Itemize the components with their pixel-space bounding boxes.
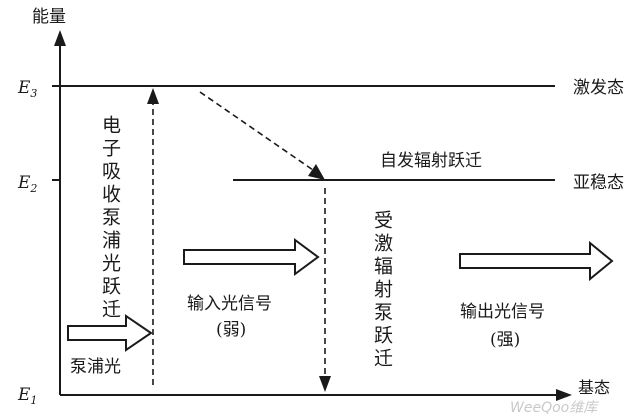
watermark: WeeQoo维库 (510, 400, 599, 416)
spontaneous-emission-label: 自发辐射跃迁 (380, 151, 482, 171)
stimulated-emission-arrowhead (319, 376, 331, 392)
pump-light-arrow (67, 314, 153, 352)
pump-light-label: 泵浦光 (70, 357, 121, 377)
input-signal-arrow (183, 238, 320, 276)
pump-absorption-arrowhead (147, 88, 159, 104)
output-signal-arrow (459, 240, 614, 282)
level-e1-label: E1 (17, 385, 37, 407)
input-signal-label: 输入光信号 (187, 294, 272, 314)
output-signal-label: 输出光信号 (460, 302, 545, 322)
spontaneous-emission-arrowhead (308, 164, 325, 180)
level-e3-label: E3 (17, 78, 37, 100)
input-signal-sublabel: (弱) (216, 320, 246, 340)
ground-state-label: 基态 (578, 378, 610, 397)
level-e2-name: 亚稳态 (573, 173, 624, 193)
energy-axis-label: 能量 (32, 7, 66, 27)
ground-axis-arrowhead (556, 389, 572, 401)
level-e2-label: E2 (17, 173, 37, 195)
output-signal-sublabel: (强) (490, 330, 520, 350)
energy-axis-arrowhead (54, 30, 66, 46)
pump-absorption-label: 电子吸收泵浦光跃迁 (99, 115, 121, 322)
level-e3-name: 激发态 (573, 78, 624, 98)
stimulated-emission-label: 受激辐射泵跃迁 (371, 210, 393, 371)
spontaneous-emission-arrow (199, 91, 314, 171)
